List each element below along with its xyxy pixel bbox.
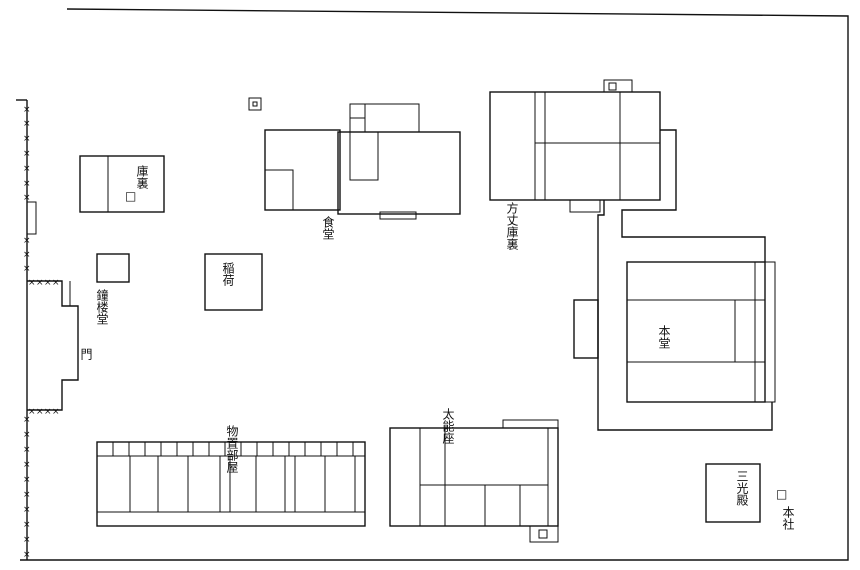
label-mon: 門 (79, 348, 93, 360)
svg-text:×: × (23, 505, 31, 515)
svg-text:×: × (23, 475, 31, 485)
building-honsha: □ 本社 (776, 487, 795, 530)
svg-text:×: × (23, 134, 31, 144)
label-shoro: 鐘楼堂 (95, 288, 109, 325)
svg-text:×: × (23, 520, 31, 530)
svg-text:×: × (23, 119, 31, 129)
label-tainoza: 太能座 (441, 407, 455, 445)
marker-small-square (248, 97, 262, 111)
building-tainoza: 太能座 (389, 407, 559, 543)
label-monogaki: 物置部屋 (225, 425, 239, 474)
corridor-hondo (573, 129, 773, 431)
svg-text:×: × (23, 149, 31, 159)
svg-text:×: × (23, 460, 31, 470)
label-honsha: 本社 (781, 506, 795, 530)
svg-text:×: × (36, 407, 44, 417)
svg-text:×: × (23, 164, 31, 174)
svg-text:×: × (23, 179, 31, 189)
svg-text:×: × (23, 535, 31, 545)
label-hondo: 本堂 (657, 325, 671, 349)
building-shokudo: 食堂 (264, 103, 461, 240)
svg-text:×: × (23, 490, 31, 500)
site-boundary (16, 8, 849, 561)
building-monogaki: 物置部屋 (96, 425, 366, 527)
svg-text:×: × (23, 550, 31, 560)
svg-text:×: × (23, 105, 31, 115)
fence-marks: × × × × × × × × × × × × × × × × × × × × … (23, 105, 60, 560)
svg-text:×: × (23, 430, 31, 440)
label-honsha-mark: □ (776, 487, 787, 501)
label-kuri-left: 庫裏 (135, 165, 149, 190)
label-kuri-left-mark: □ (125, 189, 136, 203)
building-shrine-small: 稲荷 (204, 253, 263, 311)
svg-text:稲荷: 稲荷 (221, 262, 235, 286)
building-kuri-left: 庫裏 □ (79, 155, 165, 213)
building-hojo-kuri: 方丈庫裏 (489, 79, 661, 251)
svg-text:×: × (52, 407, 60, 417)
svg-text:×: × (23, 445, 31, 455)
label-hojo-kuri: 方丈庫裏 (505, 201, 519, 251)
svg-text:×: × (23, 236, 31, 246)
building-shoro: 鐘楼堂 (95, 253, 130, 325)
svg-text:×: × (23, 264, 31, 274)
label-shokudo: 食堂 (321, 215, 335, 240)
gate-mon: 門 (27, 280, 93, 411)
svg-text:×: × (44, 407, 52, 417)
svg-text:×: × (28, 278, 36, 288)
svg-text:×: × (28, 407, 36, 417)
svg-text:×: × (36, 278, 44, 288)
svg-text:×: × (23, 250, 31, 260)
building-hondo: 本堂 (626, 261, 776, 403)
svg-text:×: × (44, 278, 52, 288)
building-sankodo: 三光殿 (705, 463, 761, 523)
svg-text:×: × (23, 193, 31, 203)
svg-text:×: × (23, 415, 31, 425)
svg-text:×: × (52, 278, 60, 288)
label-sankodo: 三光殿 (735, 470, 749, 506)
